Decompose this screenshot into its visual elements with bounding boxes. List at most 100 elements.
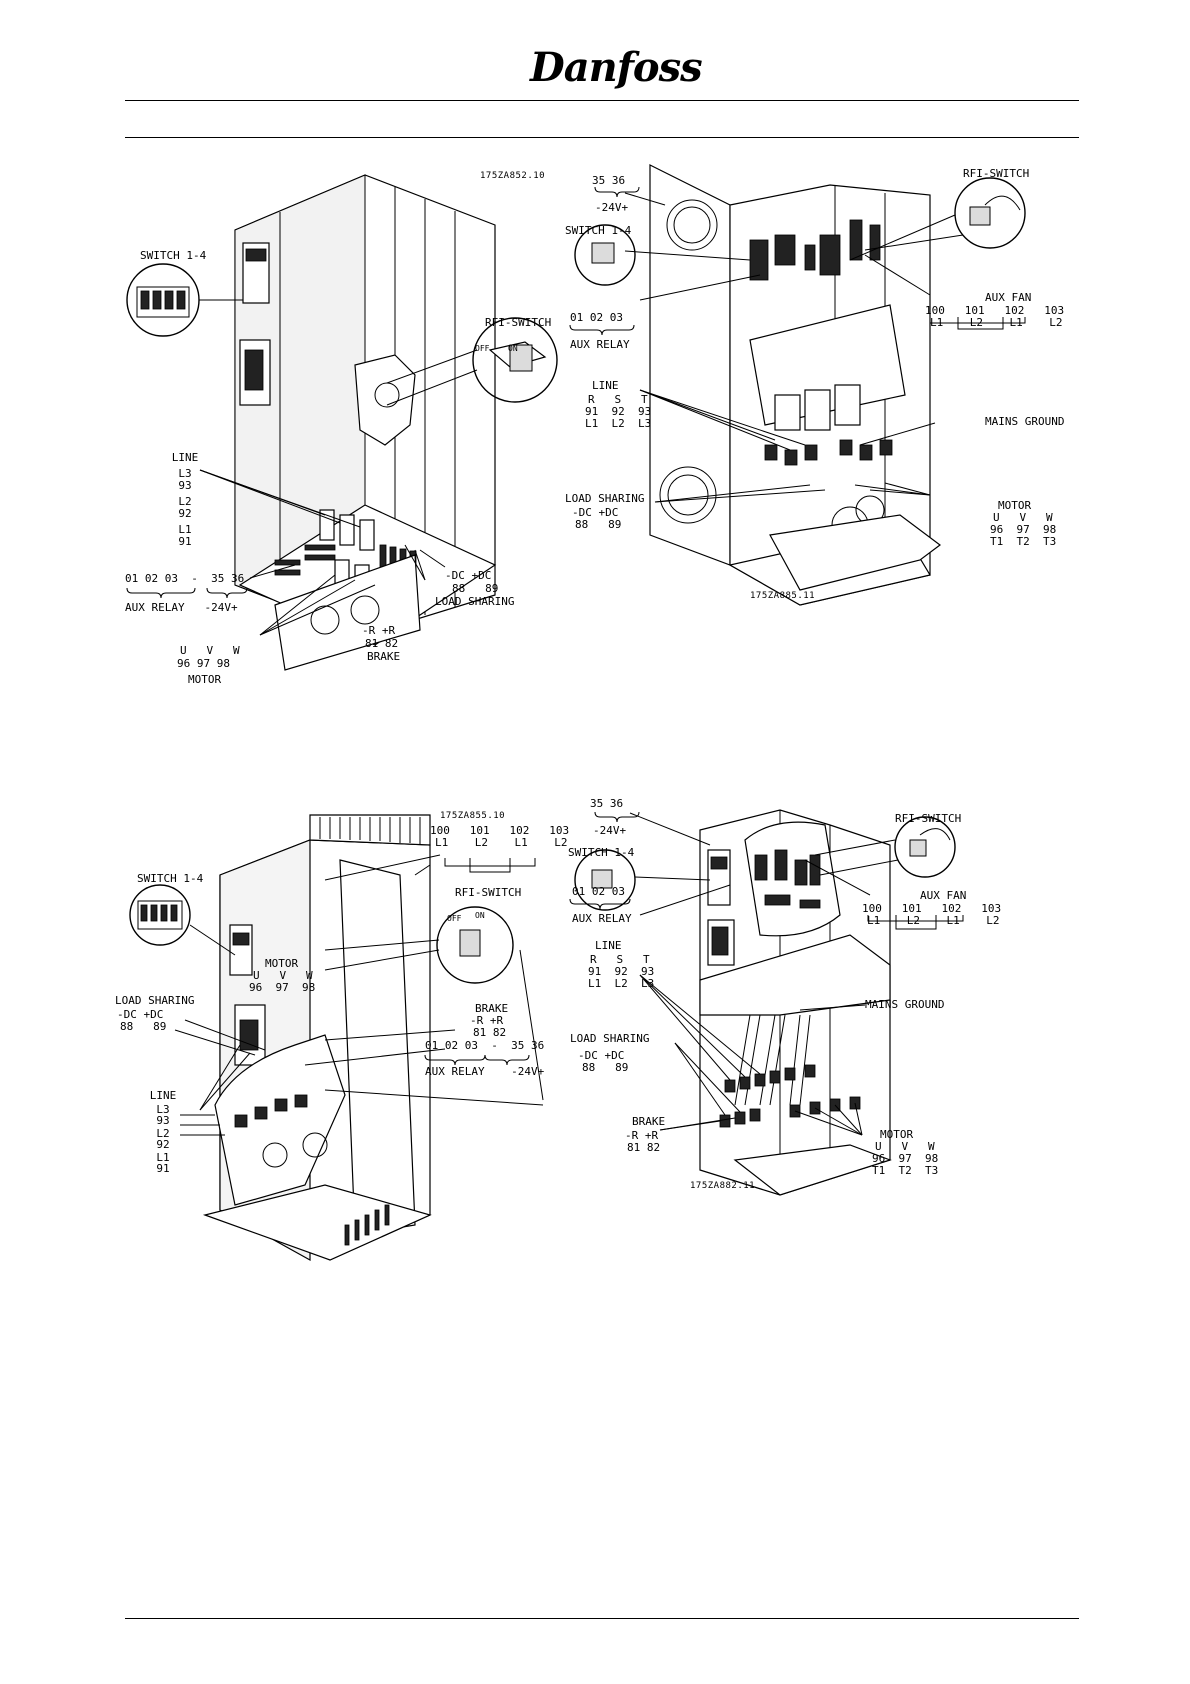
figure-code: 175ZA882.11 xyxy=(690,1181,756,1191)
line-l1: L1 xyxy=(178,523,192,536)
dc-values: 88 89 xyxy=(575,518,622,531)
line-92: 92 xyxy=(156,1138,170,1151)
figure-3-drawing xyxy=(129,814,544,1262)
v24-numbers: 35 36 xyxy=(590,797,624,810)
aux-fan-phases: L1 L2 L1 L2 xyxy=(930,316,1063,329)
load-sharing-title: LOAD SHARING xyxy=(570,1032,650,1045)
brake-values: 81 82 xyxy=(627,1141,661,1154)
motor-title: MOTOR xyxy=(998,499,1032,512)
motor-terminals: T1 T2 T3 xyxy=(872,1164,939,1177)
relay-numbers: 01 02 03 - 35 36 xyxy=(125,572,245,585)
rfi-off-label: OFF xyxy=(447,914,462,923)
switch-label: SWITCH 1-4 xyxy=(140,249,207,262)
rfi-switch-label: RFI-SWITCH xyxy=(485,316,552,329)
load-sharing-title: LOAD SHARING xyxy=(115,994,195,1007)
motor-title: MOTOR xyxy=(880,1128,914,1141)
brake-title: BRAKE xyxy=(475,1002,509,1015)
header-rule-bottom xyxy=(125,137,1079,138)
line-phases: L1 L2 L3 xyxy=(588,977,655,990)
figure-1-drive-terminals: 175ZA852.10 SWITCH 1-4 RFI-SWITCH OFF ON… xyxy=(125,165,635,745)
line-phases: L1 L2 L3 xyxy=(585,417,652,430)
aux-fan-title: AUX FAN xyxy=(920,889,967,902)
relay-text: AUX RELAY -24V+ xyxy=(125,601,238,614)
header-rule-top xyxy=(125,100,1079,101)
switch-label: SWITCH 1-4 xyxy=(568,846,635,859)
figure-4-drive-terminals: 35 36 -24V+ SWITCH 1-4 01 02 03 AUX RELA… xyxy=(568,798,1070,1275)
danfoss-logo: Danfoss xyxy=(530,38,703,98)
motor-label: MOTOR xyxy=(188,673,222,686)
aux-fan-numbers: 100 101 102 103 xyxy=(430,824,570,837)
figure-2-drive-terminals: 35 36 -24V+ SWITCH 1-4 01 02 03 AUX RELA… xyxy=(565,164,1070,665)
aux-fan-numbers: 100 101 102 103 xyxy=(925,304,1065,317)
motor-numbers: 96 97 98 xyxy=(249,981,316,994)
switch-label: SWITCH 1-4 xyxy=(565,224,632,237)
figure-code: 175ZA885.11 xyxy=(750,591,816,601)
motor-uvw: U V W xyxy=(993,511,1053,524)
dc-numbers: -DC +DC xyxy=(578,1049,625,1062)
brake-numbers: -R +R xyxy=(362,624,396,637)
motor-numbers: 96 97 98 xyxy=(177,657,230,670)
relay-numbers: 01 02 03 - 35 36 xyxy=(425,1039,545,1052)
v24-text: -24V+ xyxy=(595,201,629,214)
line-l2: L2 xyxy=(156,1127,170,1140)
motor-uvw: U V W xyxy=(180,644,240,657)
aux-fan-phases: L1 L2 L1 L2 xyxy=(435,836,568,849)
aux-fan-numbers: 100 101 102 103 xyxy=(862,902,1002,915)
line-rst: R S T xyxy=(590,953,650,966)
figure-code: 175ZA852.10 xyxy=(480,171,546,181)
load-sharing-title: LOAD SHARING xyxy=(565,492,645,505)
relay-text: AUX RELAY xyxy=(570,338,630,351)
brake-numbers: -R +R xyxy=(470,1014,504,1027)
figure-4-drawing xyxy=(569,809,964,1196)
rfi-switch-label: RFI-SWITCH xyxy=(963,167,1030,180)
mains-ground-label: MAINS GROUND xyxy=(985,415,1065,428)
line-92: 92 xyxy=(178,507,192,520)
line-93: 93 xyxy=(156,1114,170,1127)
brake-title: BRAKE xyxy=(632,1115,666,1128)
motor-uvw: U V W xyxy=(253,969,313,982)
motor-uvw: U V W xyxy=(875,1140,935,1153)
line-91: 91 xyxy=(178,535,192,548)
load-sharing-label: LOAD SHARING xyxy=(435,595,515,608)
figure-code: 175ZA855.10 xyxy=(440,811,506,821)
line-title: LINE xyxy=(149,1089,177,1102)
rfi-switch-label: RFI-SWITCH xyxy=(895,812,962,825)
line-numbers: 91 92 93 xyxy=(585,405,652,418)
relay-numbers: 01 02 03 xyxy=(572,885,625,898)
line-title: LINE xyxy=(171,451,199,464)
dc-values: 88 89 xyxy=(120,1020,167,1033)
line-title: LINE xyxy=(595,939,622,952)
brake-numbers: -R +R xyxy=(625,1129,659,1142)
rfi-switch-label: RFI-SWITCH xyxy=(455,886,522,899)
motor-terminals: T1 T2 T3 xyxy=(990,535,1057,548)
figure-2-drawing xyxy=(569,164,1026,606)
v24-numbers: 35 36 xyxy=(592,174,626,187)
rfi-on-label: ON xyxy=(475,911,485,920)
line-l2: L2 xyxy=(178,495,192,508)
relay-numbers: 01 02 03 xyxy=(570,311,623,324)
line-l3: L3 xyxy=(178,467,192,480)
dc-values: 88 89 xyxy=(582,1061,629,1074)
aux-fan-title: AUX FAN xyxy=(985,291,1032,304)
dc-values: 88 89 xyxy=(452,582,499,595)
v24-text: -24V+ xyxy=(593,824,627,837)
motor-numbers: 96 97 98 xyxy=(990,523,1057,536)
relay-text: AUX RELAY xyxy=(572,912,632,925)
motor-numbers: 96 97 98 xyxy=(872,1152,939,1165)
brake-values: 81 82 xyxy=(473,1026,507,1039)
brake-values: 81 82 xyxy=(365,637,399,650)
figure-1-drawing xyxy=(126,174,558,671)
line-93: 93 xyxy=(178,479,192,492)
motor-title: MOTOR xyxy=(265,957,299,970)
dc-numbers: -DC +DC xyxy=(445,569,492,582)
line-l1: L1 xyxy=(156,1151,170,1164)
relay-text: AUX RELAY -24V+ xyxy=(425,1065,545,1078)
aux-fan-phases: L1 L2 L1 L2 xyxy=(867,914,1000,927)
footer-rule xyxy=(125,1618,1079,1619)
rfi-on-label: ON xyxy=(508,344,518,353)
dc-numbers: -DC +DC xyxy=(572,506,619,519)
switch-label: SWITCH 1-4 xyxy=(137,872,204,885)
brake-label: BRAKE xyxy=(367,650,401,663)
line-title: LINE xyxy=(592,379,619,392)
line-rst: R S T xyxy=(588,393,648,406)
